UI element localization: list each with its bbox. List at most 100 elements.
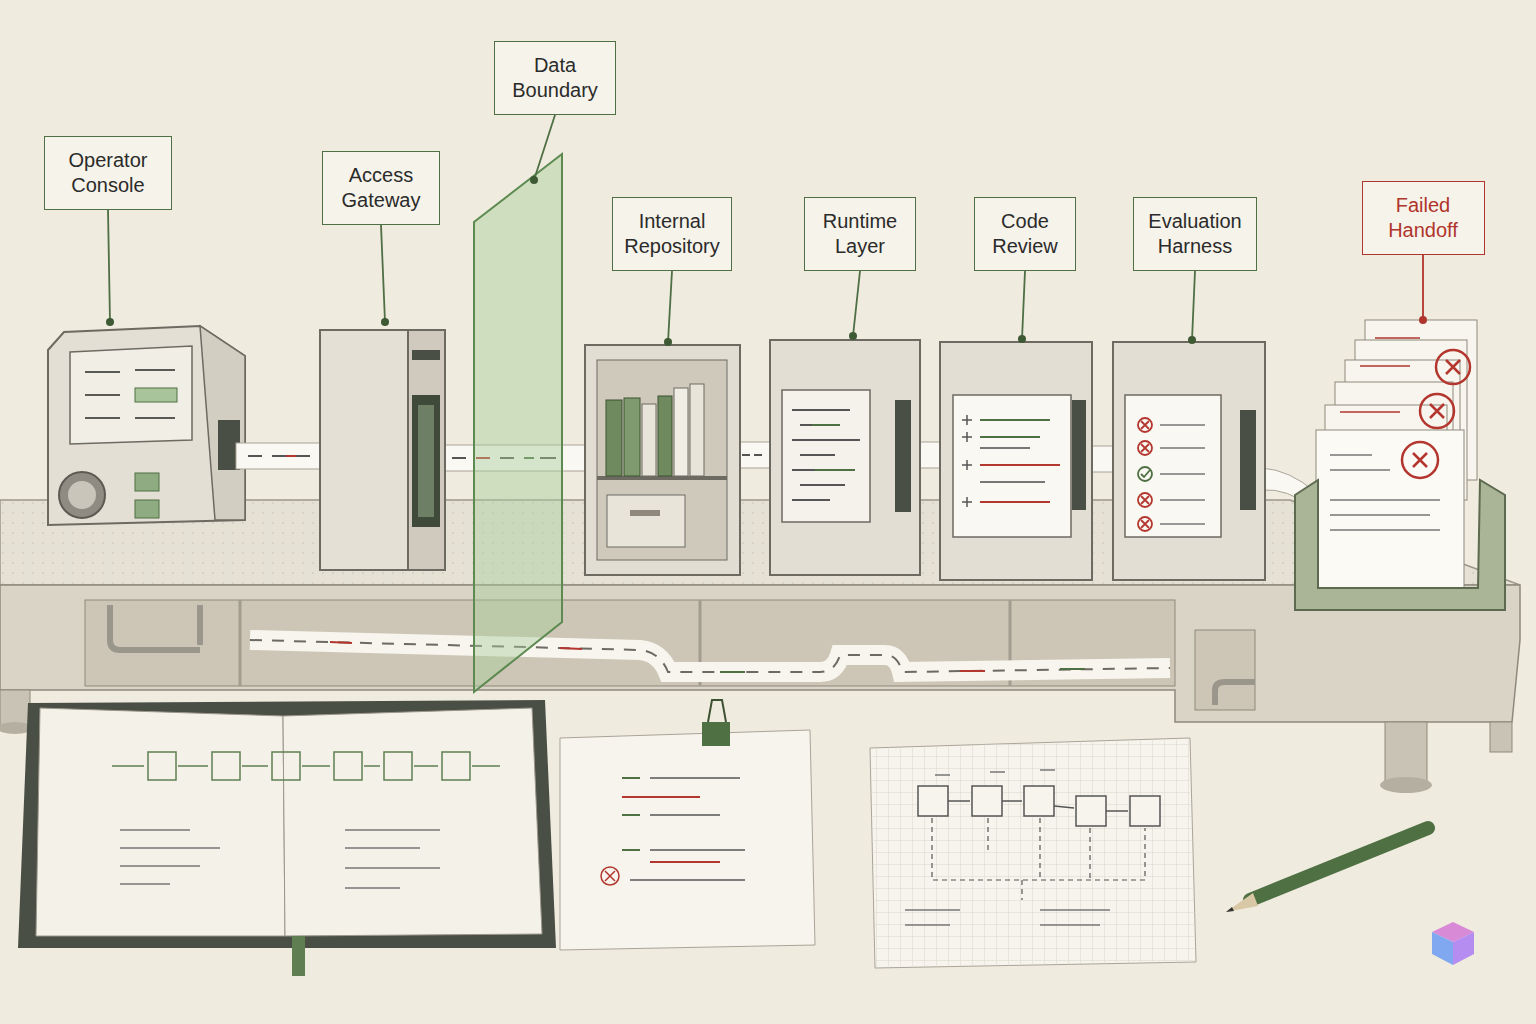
console-machine bbox=[135, 388, 177, 402]
label-text: Data Boundary bbox=[503, 53, 607, 103]
clipped-note bbox=[630, 778, 745, 880]
runtime-machine bbox=[812, 425, 855, 470]
label-text: Operator Console bbox=[53, 148, 163, 198]
review-machine bbox=[1072, 400, 1086, 510]
label-text: Code Review bbox=[983, 209, 1067, 259]
leader-line bbox=[381, 225, 385, 322]
rejected-papers bbox=[1340, 338, 1420, 412]
evaluation-machine bbox=[1138, 517, 1152, 531]
rejected-papers bbox=[1420, 394, 1454, 428]
clipped-note bbox=[622, 797, 720, 862]
clipped-note bbox=[605, 871, 615, 881]
leader-line bbox=[534, 115, 555, 180]
leader-dot bbox=[849, 332, 857, 340]
evaluation-machine bbox=[1138, 441, 1152, 455]
runtime-machine bbox=[792, 410, 860, 500]
paper-tape bbox=[736, 442, 774, 468]
review-machine bbox=[962, 415, 972, 507]
corner-logo bbox=[1432, 922, 1474, 965]
callout-label-box: Evaluation Harness bbox=[1133, 197, 1257, 271]
gateway-machine bbox=[418, 405, 434, 517]
runtime-machine bbox=[770, 340, 920, 575]
notebook bbox=[334, 752, 362, 780]
review-machine bbox=[940, 342, 1092, 580]
rejected-papers bbox=[1330, 455, 1440, 530]
rejected-papers bbox=[1316, 430, 1464, 595]
label-text: Runtime Layer bbox=[813, 209, 907, 259]
repository-cabinet bbox=[642, 404, 656, 476]
repository-cabinet bbox=[606, 400, 622, 476]
repository-cabinet bbox=[690, 384, 704, 476]
clipped-note bbox=[560, 700, 815, 950]
graph-paper bbox=[948, 801, 1128, 811]
workbench bbox=[1380, 777, 1432, 793]
evaluation-machine bbox=[1240, 410, 1256, 510]
rejected-papers bbox=[1295, 480, 1505, 610]
workbench bbox=[1490, 722, 1512, 752]
repository-cabinet bbox=[597, 360, 727, 560]
leader-line bbox=[1422, 255, 1424, 320]
console-machine bbox=[135, 473, 159, 491]
rejected-papers bbox=[1402, 350, 1470, 478]
evaluation-machine bbox=[1138, 493, 1152, 507]
leader-dot bbox=[1018, 335, 1026, 343]
notebook bbox=[148, 752, 176, 780]
label-text: Internal Repository bbox=[621, 209, 723, 259]
repository-cabinet bbox=[597, 476, 727, 480]
repository-cabinet bbox=[607, 495, 685, 547]
graph-paper bbox=[870, 738, 1196, 968]
graph-paper bbox=[1130, 796, 1160, 826]
workbench bbox=[239, 600, 242, 686]
repository-cabinet bbox=[624, 398, 640, 476]
notebook bbox=[212, 752, 240, 780]
rejected-papers bbox=[1295, 320, 1505, 610]
evaluation-machine bbox=[1160, 425, 1205, 524]
workbench bbox=[250, 640, 1170, 672]
runtime-machine bbox=[770, 340, 920, 575]
callout-label-box: Internal Repository bbox=[612, 197, 732, 271]
notebook bbox=[272, 752, 300, 780]
repository-cabinet bbox=[585, 345, 740, 575]
console-machine bbox=[48, 326, 245, 525]
rejected-papers bbox=[1436, 350, 1470, 384]
console-machine bbox=[48, 326, 245, 525]
gateway-machine bbox=[320, 330, 408, 570]
workbench bbox=[1195, 630, 1255, 710]
workbench bbox=[85, 600, 1175, 686]
repository-cabinet bbox=[585, 345, 740, 575]
boundary-glass bbox=[474, 154, 562, 692]
graph-paper bbox=[1076, 796, 1106, 826]
evaluation-machine bbox=[1141, 470, 1150, 477]
repository-cabinet bbox=[674, 388, 688, 476]
callout-label-box: Data Boundary bbox=[494, 41, 616, 115]
review-machine bbox=[940, 342, 1092, 580]
evaluation-machine bbox=[1141, 520, 1149, 528]
evaluation-machine bbox=[1125, 395, 1221, 537]
leader-dot bbox=[1419, 316, 1427, 324]
clipped-note bbox=[560, 730, 815, 950]
clipped-note bbox=[708, 700, 726, 722]
evaluation-machine bbox=[1138, 467, 1152, 481]
callout-label-box: Operator Console bbox=[44, 136, 172, 210]
notebook bbox=[283, 708, 542, 936]
leader-dot bbox=[530, 176, 538, 184]
boundary-glass bbox=[474, 154, 562, 692]
gateway-machine bbox=[412, 395, 440, 527]
graph-paper bbox=[1024, 786, 1054, 816]
graph-paper bbox=[870, 738, 1196, 968]
label-text: Evaluation Harness bbox=[1142, 209, 1248, 259]
evaluation-machine bbox=[1141, 496, 1149, 504]
repository-cabinet bbox=[658, 396, 672, 476]
workbench bbox=[720, 669, 1085, 672]
graph-paper bbox=[918, 786, 948, 816]
evaluation-machine bbox=[1113, 342, 1265, 580]
gateway-machine bbox=[320, 330, 445, 570]
workbench bbox=[1385, 722, 1427, 782]
pencil bbox=[1250, 828, 1428, 900]
workbench bbox=[1215, 682, 1255, 705]
workbench bbox=[110, 605, 200, 650]
rejected-papers bbox=[1446, 360, 1460, 374]
rejected-papers bbox=[1413, 453, 1427, 467]
